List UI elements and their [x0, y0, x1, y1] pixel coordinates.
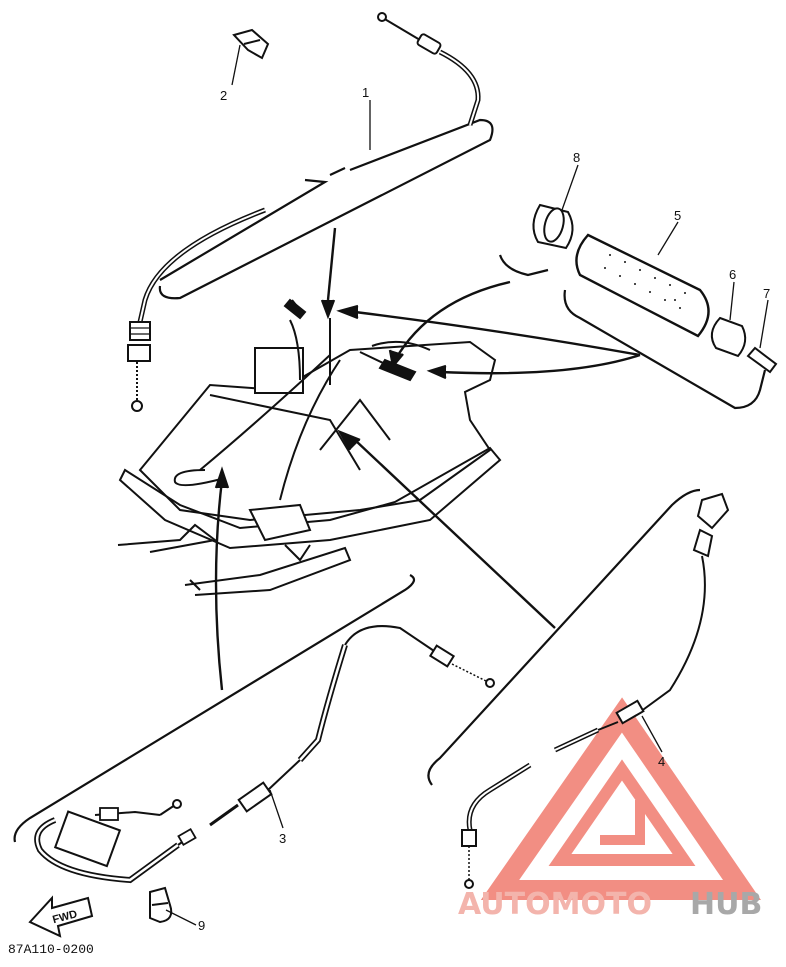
callout-2: 2 — [220, 88, 227, 103]
callout-6: 6 — [729, 267, 736, 282]
fwd-arrow: FWD — [28, 895, 94, 938]
callouts: 1 2 3 4 5 6 7 8 9 — [198, 85, 770, 933]
part-code: 87A110-0200 — [8, 942, 94, 957]
callout-9: 9 — [198, 918, 205, 933]
callout-5: 5 — [674, 208, 681, 223]
grip-texture — [604, 247, 686, 309]
right-cable — [461, 492, 730, 889]
callout-1: 1 — [362, 85, 369, 100]
watermark-text-a: AUTOMOTO — [458, 887, 652, 922]
pointer-arrows — [214, 227, 641, 691]
snowmobile-body — [117, 298, 502, 596]
callout-7: 7 — [763, 286, 770, 301]
zone-dividers — [13, 118, 767, 843]
callout-4: 4 — [658, 754, 665, 769]
cable-clip — [232, 28, 270, 60]
watermark-logo: AUTOMOTO HUB — [458, 697, 762, 922]
callout-3: 3 — [279, 831, 286, 846]
grip-parts — [532, 203, 778, 374]
callout-8: 8 — [573, 150, 580, 165]
leader-lines — [165, 44, 769, 926]
throttle-cable — [127, 12, 481, 412]
watermark-text-b: HUB — [690, 887, 762, 922]
lower-cable — [34, 625, 495, 884]
clamp — [149, 886, 173, 924]
